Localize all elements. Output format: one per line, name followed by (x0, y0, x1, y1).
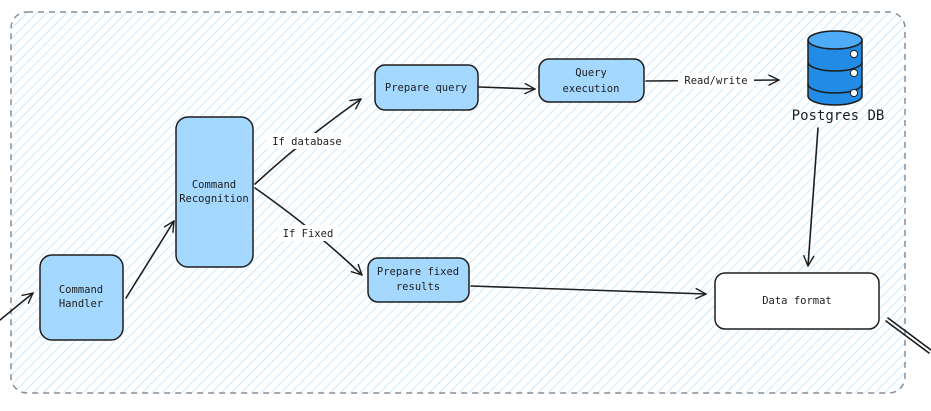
edge-labels: If database If Fixed Read/write (266, 73, 754, 241)
node-label: execution (563, 83, 620, 95)
node-command-recognition[interactable]: Command Recognition (175, 116, 254, 268)
node-prepare-fixed-results[interactable]: Prepare fixed results (367, 257, 470, 303)
edge-data-format-output-b (885, 320, 930, 354)
node-label: Query (575, 67, 607, 79)
node-postgres-db[interactable]: Postgres DB (792, 30, 885, 124)
postgres-db-label: Postgres DB (792, 108, 885, 124)
node-query-execution[interactable]: Query execution (538, 58, 645, 103)
database-icon (807, 30, 863, 106)
edge-label-if-database: If database (272, 136, 342, 148)
node-label: Prepare query (385, 82, 467, 94)
node-label: results (396, 281, 440, 293)
node-prepare-query[interactable]: Prepare query (374, 64, 479, 111)
edge-label-if-fixed: If Fixed (283, 228, 334, 240)
edge-postgres-to-data-format (803, 127, 819, 267)
edge-prepare-query-to-execution (478, 82, 536, 95)
node-label: Handler (59, 298, 103, 310)
node-label: Prepare fixed (377, 266, 459, 278)
node-label: Recognition (179, 193, 249, 205)
node-command-handler[interactable]: Command Handler (39, 254, 124, 341)
edge-prepare-fixed-to-data-format (470, 285, 707, 300)
node-label: Data format (762, 295, 832, 307)
node-label: Command (192, 179, 236, 191)
node-data-format[interactable]: Data format (714, 272, 880, 330)
edge-data-format-output-a (887, 317, 931, 351)
edge-handler-to-recognition (125, 220, 175, 299)
edge-input-to-handler (0, 292, 34, 321)
edge-label-read-write: Read/write (684, 75, 747, 87)
process-frame (10, 11, 906, 394)
node-label: Command (59, 284, 103, 296)
